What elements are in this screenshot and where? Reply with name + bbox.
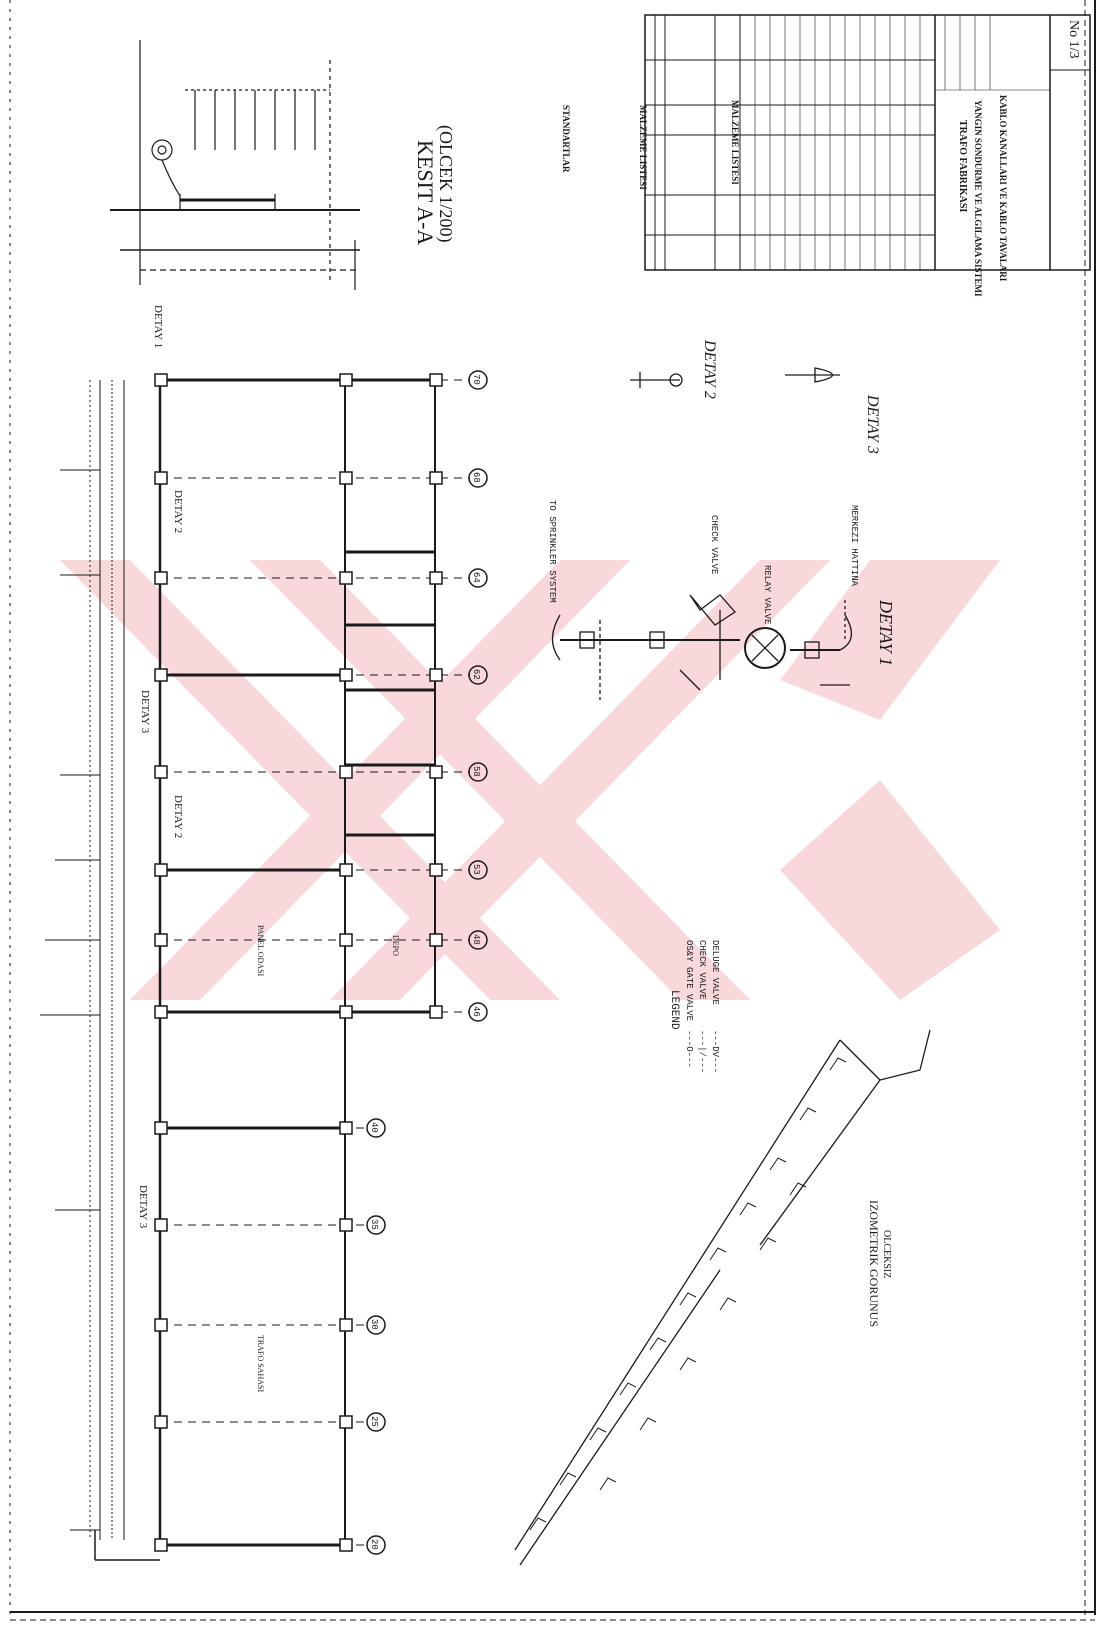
watermark-logo bbox=[60, 560, 1000, 1000]
sheet-border bbox=[9, 0, 1096, 1621]
detay1-drawing bbox=[551, 594, 852, 700]
standards-heading: STANDARTLAR bbox=[561, 105, 571, 173]
column-label: 53 bbox=[471, 864, 481, 875]
detay1-title: DETAY 1 bbox=[876, 599, 896, 666]
section-title: KESIT A-A bbox=[413, 140, 438, 245]
legend-item-symbol: ---O--- bbox=[684, 1030, 694, 1068]
plan-detay1-marker: DETAY 1 bbox=[152, 305, 164, 348]
detay1-main-line-label: MERKEZI HATTINA bbox=[849, 505, 859, 587]
title-block bbox=[644, 14, 1091, 271]
column-label: 68 bbox=[471, 472, 481, 483]
legend-item-label: OS&Y GATE VALVE bbox=[684, 940, 694, 1021]
detay3-drawing bbox=[785, 367, 840, 383]
sheet-number: No 1/3 bbox=[1066, 20, 1081, 59]
plan-detay2-a: DETAY 2 bbox=[172, 490, 184, 533]
column-label: 48 bbox=[471, 934, 481, 945]
column-labels bbox=[366, 370, 488, 1555]
room-panel-label: PANEL ODASI bbox=[256, 925, 265, 977]
column-label: 20 bbox=[369, 1539, 379, 1550]
detay3-title: DETAY 3 bbox=[864, 394, 881, 454]
plan-detay3-b: DETAY 3 bbox=[137, 1185, 149, 1229]
column-label: 30 bbox=[369, 1319, 379, 1330]
legend: LEGEND ---O--- OS&Y GATE VALVE ---|/--- … bbox=[668, 940, 720, 1073]
room-depo-label: DEPO bbox=[391, 935, 400, 956]
system-name: YANGIN SONDURME VE ALGILAMA SISTEMI bbox=[973, 100, 983, 297]
detay1-check-valve-label: CHECK VALVE bbox=[709, 515, 719, 574]
column-label: 58 bbox=[471, 766, 481, 777]
plan-detay2-b: DETAY 2 bbox=[172, 795, 184, 838]
detay1-relay-valve-label: RELAY VALVE bbox=[762, 565, 772, 624]
material-list-heading: MALZEME LISTESI bbox=[730, 100, 740, 185]
isometric-subtitle: OLCEKSIZ bbox=[881, 1230, 892, 1278]
material-list-heading: MALZEME LISTESI bbox=[638, 105, 648, 190]
detay1-sprinkler-label: TO SPRINKLER SYSTEM bbox=[547, 500, 557, 603]
legend-item-label: DELUGE VALVE bbox=[710, 940, 720, 1005]
legend-title: LEGEND bbox=[668, 990, 680, 1030]
column-label: 40 bbox=[369, 1122, 379, 1133]
isometric-drawing bbox=[514, 1029, 931, 1566]
column-label: 35 bbox=[369, 1219, 379, 1230]
column-label: 62 bbox=[471, 669, 481, 680]
legend-item-symbol: ---DV--- bbox=[710, 1030, 720, 1073]
isometric-title: IZOMETRIK GORUNUS bbox=[867, 1200, 881, 1327]
plan-drawing bbox=[40, 373, 470, 1561]
company-name: TRAFO FABRIKASI bbox=[957, 120, 968, 212]
section-a-a-drawing bbox=[110, 40, 360, 290]
detay2-title: DETAY 2 bbox=[701, 339, 718, 399]
column-label: 64 bbox=[471, 572, 481, 583]
column-label: 70 bbox=[471, 374, 481, 385]
room-trafo-label: TRAFO SAHASI bbox=[256, 1335, 265, 1392]
detay2-drawing bbox=[630, 372, 683, 388]
section-scale: (OLCEK 1/200) bbox=[435, 125, 456, 242]
drawing-name: KABLO KANALLARI VE KABLO TAVALARI bbox=[998, 95, 1008, 282]
legend-item-label: CHECK VALVE bbox=[697, 940, 707, 999]
plan-detay3-a: DETAY 3 bbox=[139, 690, 151, 734]
column-label: 46 bbox=[471, 1006, 481, 1017]
column-label: 25 bbox=[369, 1416, 379, 1427]
legend-item-symbol: ---|/--- bbox=[697, 1030, 707, 1073]
